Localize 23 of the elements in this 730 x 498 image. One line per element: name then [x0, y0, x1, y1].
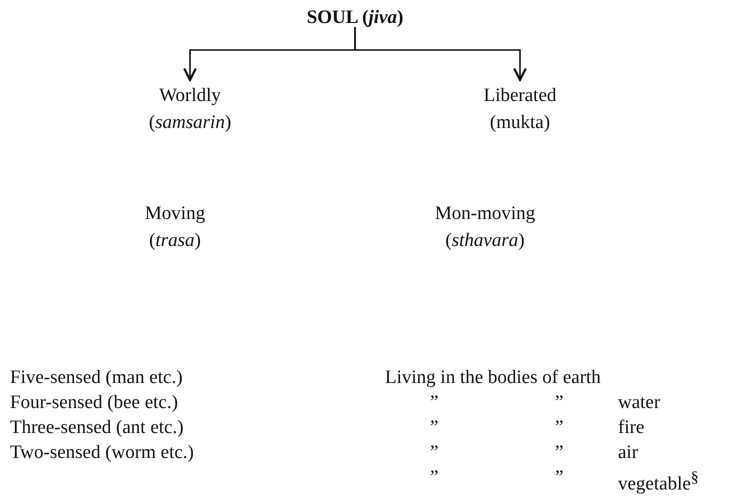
node-label: SOUL (jiva)	[270, 4, 440, 31]
list-item: Three-sensed (ant etc.)	[10, 416, 184, 440]
ditto-mark: ”	[430, 391, 438, 415]
list-item: water	[618, 391, 660, 415]
list-item: air	[618, 441, 638, 465]
node-label: Liberated (mukta)	[460, 82, 580, 136]
arrow	[354, 27, 527, 82]
ditto-mark: ”	[430, 441, 438, 465]
list-item: fire	[618, 416, 644, 440]
category-label: Mon-moving (sthavara)	[434, 202, 536, 253]
list-item: Living in the bodies of earth	[385, 366, 601, 390]
list-item: Five-sensed (man etc.)	[10, 366, 183, 390]
ditto-mark: ”	[430, 466, 438, 490]
list-item: vegetable$^{§}$	[618, 468, 699, 496]
ditto-mark: ”	[555, 391, 564, 415]
ditto-mark: ”	[555, 416, 564, 440]
ditto-mark: ”	[555, 466, 564, 490]
list-item: Four-sensed (bee etc.)	[10, 391, 178, 415]
ditto-mark: ”	[430, 416, 438, 440]
category-label: Moving (trasa)	[144, 202, 206, 253]
list-item: Two-sensed (worm etc.)	[10, 441, 194, 465]
ditto-mark: ”	[555, 441, 564, 465]
node-label: Worldly (samsarin)	[130, 82, 250, 136]
